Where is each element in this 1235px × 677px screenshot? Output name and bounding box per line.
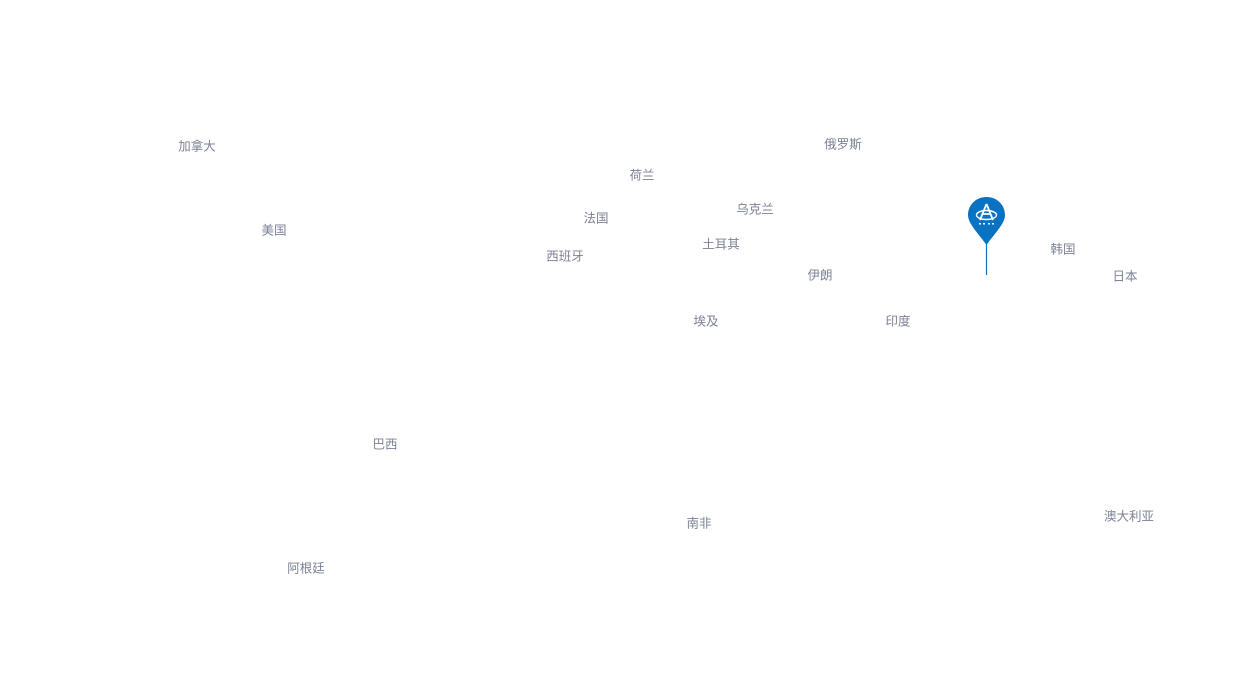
- country-label-russia[interactable]: 俄罗斯: [824, 136, 862, 152]
- country-label-argentina[interactable]: 阿根廷: [287, 560, 325, 576]
- location-pin-icon[interactable]: [967, 196, 1007, 276]
- country-label-france[interactable]: 法国: [583, 210, 609, 226]
- country-label-australia[interactable]: 澳大利亚: [1103, 508, 1155, 524]
- country-label-spain[interactable]: 西班牙: [546, 248, 584, 264]
- country-label-korea[interactable]: 韩国: [1050, 241, 1076, 257]
- country-label-india[interactable]: 印度: [885, 313, 911, 329]
- country-label-south-africa[interactable]: 南非: [686, 515, 712, 531]
- country-label-iran[interactable]: 伊朗: [807, 267, 833, 283]
- country-label-usa[interactable]: 美国: [261, 222, 287, 238]
- country-label-netherlands[interactable]: 荷兰: [629, 167, 655, 183]
- country-label-canada[interactable]: 加拿大: [178, 138, 216, 154]
- country-label-ukraine[interactable]: 乌克兰: [736, 201, 774, 217]
- country-label-turkey[interactable]: 土耳其: [702, 236, 740, 252]
- country-label-egypt[interactable]: 埃及: [693, 313, 719, 329]
- country-label-japan[interactable]: 日本: [1112, 268, 1138, 284]
- country-label-brazil[interactable]: 巴西: [372, 436, 398, 452]
